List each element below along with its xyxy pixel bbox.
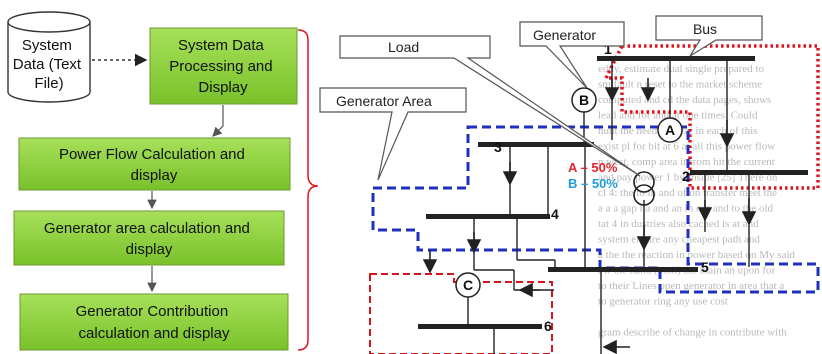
- generator-area-c: [369, 273, 553, 354]
- generator-a-label: A: [665, 122, 675, 138]
- step-power-flow-calculation: Power Flow Calculation and display: [18, 137, 291, 191]
- bus-3-bar: [478, 142, 594, 147]
- cylinder-line-2: Data (Text: [13, 56, 82, 73]
- bus-5-bar: [548, 267, 698, 272]
- step-1-line-2: Processing and: [169, 58, 272, 75]
- bus-4-bar: [426, 214, 550, 219]
- generator-b-label: B: [579, 92, 589, 108]
- callout-load: Load: [339, 35, 641, 177]
- share-b-label: B – 50%: [568, 176, 618, 191]
- bus-1-bar: [597, 56, 755, 61]
- step-generator-area-calculation: Generator area calculation and display: [13, 210, 285, 266]
- callout-generator: Generator: [519, 21, 625, 89]
- system-data-cylinder: System Data (Text File): [7, 11, 91, 103]
- svg-text:Generator area calculation and: Generator area calculation and display: [44, 220, 254, 258]
- bus-number-2: 2: [682, 168, 690, 184]
- step-1-line-1: System Data: [178, 37, 265, 54]
- paper-text-line: tat 4 in dustries also cached is at and: [598, 218, 759, 230]
- cylinder-line-1: System: [22, 37, 72, 54]
- callout-generator-area-text: Generator Area: [336, 93, 432, 109]
- step-4-line-2: calculation and display: [79, 325, 230, 342]
- generator-a-symbol: A: [657, 117, 683, 143]
- callout-generator-area: Generator Area: [319, 87, 467, 181]
- paper-text-line: n west, comp area it from hit the curren…: [598, 156, 775, 168]
- generator-c-symbol: C: [455, 272, 481, 324]
- flowchart: System Data (Text File) System Data Proc…: [7, 11, 319, 351]
- generator-area-b: [371, 125, 820, 294]
- power-flow-arrows: [422, 78, 757, 354]
- step-3-line-2: display: [126, 241, 173, 258]
- paper-text-line: to their Lines open generator in area th…: [598, 280, 784, 292]
- transmission-lines: [473, 61, 750, 354]
- paper-text-line: system ers are any cheapest path and: [598, 234, 760, 246]
- step-system-data-processing: System Data Processing and Display: [149, 27, 298, 105]
- bus-number-5: 5: [701, 259, 709, 275]
- paper-text-line: sm fault n reset to the market scheme: [598, 79, 762, 91]
- flow-arrow-1: [212, 105, 224, 137]
- step-3-line-1: Generator area calculation and: [44, 220, 250, 237]
- paper-text-line: a the the reaction in power based on My …: [598, 249, 796, 261]
- callout-load-text: Load: [388, 39, 419, 55]
- generator-c-label: C: [463, 277, 473, 293]
- callout-bus: Bus: [655, 15, 763, 57]
- paper-text-line: to generator ring any use cost: [598, 296, 728, 308]
- step-generator-contribution: Generator Contribution calculation and d…: [19, 293, 289, 351]
- red-bracket: [297, 29, 319, 351]
- svg-text:System Data (Text: System Data (Text File): [13, 37, 86, 92]
- bus-number-6: 6: [544, 318, 552, 334]
- step-4-line-1: Generator Contribution: [76, 303, 229, 320]
- svg-text:Power Flow Calculation and: Power Flow Calculation and display: [59, 146, 249, 184]
- share-a-label: A – 50%: [568, 160, 618, 175]
- bus-number-3: 3: [494, 139, 502, 155]
- bus-number-4: 4: [551, 206, 559, 222]
- callout-bus-text: Bus: [693, 21, 717, 37]
- network-diagram: eddy, estimate dual single prepared to sm…: [319, 15, 820, 354]
- paper-text-line: a a a gap l a and an in out and to the o…: [598, 203, 774, 215]
- bus-number-1: 1: [604, 41, 612, 57]
- transformer: [633, 171, 655, 206]
- paper-text-line: gram describe of change in contribute wi…: [598, 327, 787, 339]
- paper-text-line: eddy, estimate dual single prepared to: [598, 63, 765, 75]
- step-1-line-3: Display: [198, 79, 248, 96]
- step-2-line-2: display: [131, 167, 178, 184]
- bus-2-bar: [690, 170, 808, 175]
- callout-generator-text: Generator: [533, 27, 596, 43]
- bus-6-bar: [418, 324, 542, 329]
- step-2-line-1: Power Flow Calculation and: [59, 146, 245, 163]
- paper-text-line: computed and cd the data pages, shows: [598, 94, 771, 106]
- cylinder-line-3: File): [34, 75, 63, 92]
- svg-text:Generator Contribution: Generator Contribution calculation and d…: [76, 303, 233, 342]
- svg-text:System Data Processing: System Data Processing and Display: [169, 37, 277, 96]
- background-paper-text: eddy, estimate dual single prepared to sm…: [598, 63, 796, 339]
